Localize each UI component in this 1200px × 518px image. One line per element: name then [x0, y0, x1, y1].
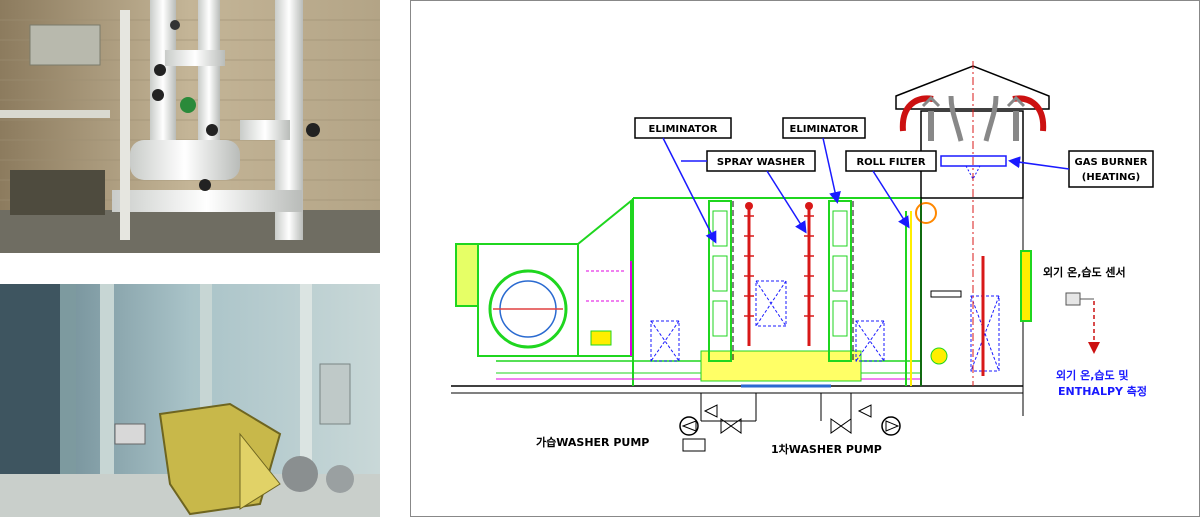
exhaust-arrows-icon — [899, 95, 1047, 142]
svg-text:SPRAY WASHER: SPRAY WASHER — [717, 157, 805, 168]
spray-headers — [744, 202, 814, 346]
label-pump-left: 가습WASHER PUMP — [536, 435, 649, 449]
svg-text:ELIMINATOR: ELIMINATOR — [790, 124, 859, 135]
label-eliminator-2: ELIMINATOR — [782, 117, 866, 139]
roll-filter — [905, 202, 948, 386]
fan-room-photo — [0, 284, 380, 517]
label-spray-washer: SPRAY WASHER — [706, 150, 816, 172]
svg-text:ROLL FILTER: ROLL FILTER — [856, 157, 925, 168]
label-roll-filter: ROLL FILTER — [845, 150, 937, 172]
outdoor-sensor — [1020, 250, 1100, 354]
fan-unit — [455, 198, 632, 357]
svg-text:(HEATING): (HEATING) — [1082, 172, 1140, 183]
eliminator-1 — [708, 200, 734, 362]
label-pump-right: 1차WASHER PUMP — [771, 442, 882, 456]
burner-stack — [895, 61, 1050, 386]
label-eliminator-1: ELIMINATOR — [634, 117, 732, 139]
eliminator-2 — [828, 200, 854, 362]
washer-pump-right — [820, 393, 901, 436]
svg-text:GAS BURNER: GAS BURNER — [1075, 157, 1148, 168]
label-outdoor-sensor: 외기 온,습도 센서 — [1043, 265, 1126, 279]
label-measure-1: 외기 온,습도 및 — [1056, 368, 1129, 382]
svg-text:ELIMINATOR: ELIMINATOR — [649, 124, 718, 135]
piping-photo — [0, 0, 380, 253]
label-gas-burner: GAS BURNER (HEATING) — [1068, 150, 1154, 188]
label-measure-2: ENTHALPY 측정 — [1058, 384, 1147, 398]
air-washer-schematic: ELIMINATOR ELIMINATOR SPRAY WASHER ROLL … — [410, 0, 1200, 517]
washer-pump-left — [679, 393, 757, 452]
